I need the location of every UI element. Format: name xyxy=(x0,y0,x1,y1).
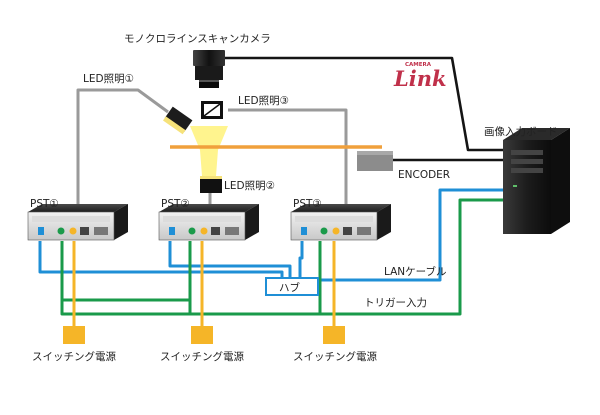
hub-label: ハブ xyxy=(279,281,300,294)
psu2-label: スイッチング電源 xyxy=(160,350,244,363)
lan-cable-pst1 xyxy=(38,241,284,287)
led2-label: LED照明② xyxy=(224,180,275,192)
pst-controller-1-icon xyxy=(27,204,128,241)
svg-text:Link: Link xyxy=(393,66,447,91)
pst-controller-2-icon xyxy=(158,204,259,241)
camera-link-cable xyxy=(222,56,503,152)
pst3-label: PST③ xyxy=(293,198,322,210)
pst1-label: PST① xyxy=(30,198,59,210)
pc-tower-icon xyxy=(503,128,570,234)
power-supply-1 xyxy=(63,326,85,344)
pst2-label: PST② xyxy=(161,198,190,210)
power-supply-3 xyxy=(323,326,345,344)
network-hub xyxy=(265,277,319,296)
encoder-icon xyxy=(357,151,393,171)
lan-cable-pst2 xyxy=(168,241,292,287)
led-light-3-icon xyxy=(201,101,223,119)
trigger-cable-bus xyxy=(60,198,503,316)
encoder-label: ENCODER xyxy=(398,169,450,181)
trigger-label: トリガー入力 xyxy=(364,296,427,309)
line-scan-camera-icon xyxy=(193,50,225,88)
led3-label: LED照明③ xyxy=(238,95,289,107)
light-cable-led3 xyxy=(228,108,348,222)
switching-power-supply-icon xyxy=(63,326,345,344)
lan-cable-pst3 xyxy=(298,241,304,287)
power-supply-2 xyxy=(191,326,213,344)
pst-controller-3-icon xyxy=(290,204,391,241)
led-light-1-icon xyxy=(163,106,193,135)
lan-label: LANケーブル xyxy=(384,265,447,278)
psu3-label: スイッチング電源 xyxy=(293,350,377,363)
trigger-cables xyxy=(60,198,503,316)
led-light-2-icon xyxy=(200,176,222,193)
camera-label: モノクロラインスキャンカメラ xyxy=(124,33,271,45)
black-cables xyxy=(222,56,503,162)
svg-text:CAMERA: CAMERA xyxy=(405,62,432,68)
light-beam xyxy=(190,126,228,176)
board-label: 画像入力ボード xyxy=(484,125,558,138)
light-cable-led1 xyxy=(76,88,169,222)
power-cables xyxy=(72,241,336,328)
psu1-label: スイッチング電源 xyxy=(32,350,116,363)
camera-link-logo: CAMERA Link xyxy=(393,62,447,91)
led1-label: LED照明① xyxy=(83,73,134,85)
